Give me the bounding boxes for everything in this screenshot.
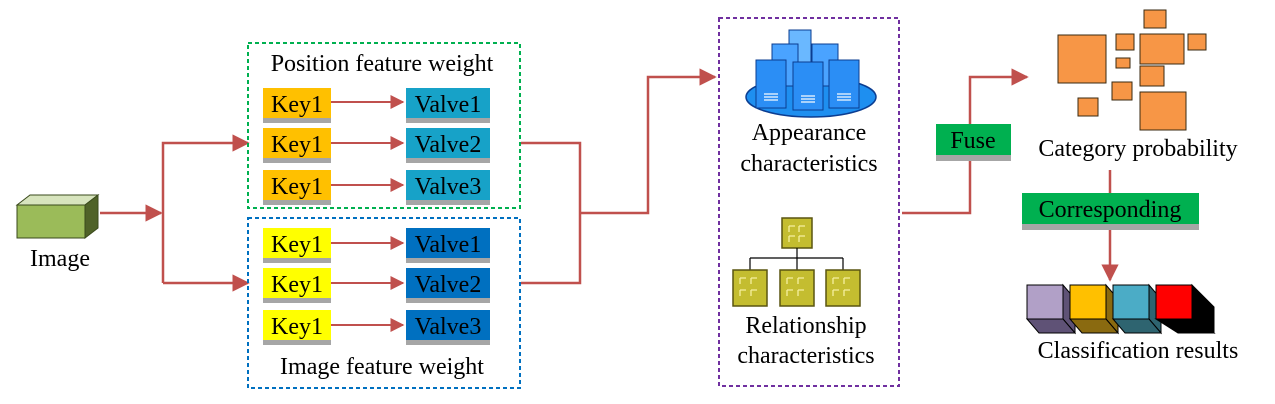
value-box [406, 228, 490, 258]
key-box [263, 228, 331, 258]
value-text: Valve1 [415, 92, 482, 118]
hierarchy-icon [732, 217, 861, 307]
fuse-text: Fuse [950, 128, 995, 154]
key-text: Key1 [271, 132, 323, 158]
result-block-red [1154, 283, 1216, 334]
result-block-purple [1025, 283, 1077, 335]
category-label: Category probability [1038, 136, 1237, 162]
value-box [406, 88, 490, 118]
features-box-border [718, 17, 900, 387]
result-block-teal [1111, 283, 1163, 335]
value-text: Valve1 [415, 232, 482, 258]
value-box [406, 128, 490, 158]
position-group-title: Position feature weight [271, 51, 494, 77]
appearance-label-line1: Appearance [752, 120, 867, 146]
input-arrows [100, 134, 250, 292]
merge-arrows [521, 68, 717, 285]
classification-label: Classification results [1038, 338, 1239, 364]
relationship-label-line1: Relationship [745, 313, 866, 339]
key-box [263, 310, 331, 340]
value-text: Valve2 [415, 272, 482, 298]
key-box [263, 88, 331, 118]
key-box [263, 170, 331, 200]
classification-blocks-icon [1025, 283, 1216, 335]
server-stack-icon [745, 29, 877, 118]
image-input-block [15, 193, 100, 240]
value-box [406, 268, 490, 298]
key-text: Key1 [271, 272, 323, 298]
position-row-3: Key1 Valve3 [263, 170, 490, 205]
position-row-2: Key1 Valve2 [263, 128, 490, 163]
image-label: Image [30, 246, 90, 272]
key-text: Key1 [271, 92, 323, 118]
key-text: Key1 [271, 174, 323, 200]
appearance-label-line2: characteristics [740, 151, 877, 177]
image-group-border [247, 217, 521, 389]
image-row-2: Key1 Valve2 [263, 268, 490, 303]
value-box [406, 310, 490, 340]
corresponding-text: Corresponding [1039, 197, 1182, 223]
value-box [406, 170, 490, 200]
corresponding-tag: Corresponding [1022, 193, 1199, 230]
image-row-3: Key1 Valve3 [263, 310, 490, 345]
image-row-1: Key1 Valve1 [263, 228, 490, 263]
value-text: Valve2 [415, 132, 482, 158]
relationship-label-line2: characteristics [737, 343, 874, 369]
image-group-title: Image feature weight [280, 354, 484, 380]
position-group-border [247, 42, 521, 209]
result-block-gold [1068, 283, 1120, 335]
category-squares-icon [1057, 9, 1207, 131]
key-box [263, 128, 331, 158]
position-row-1: Key1 Valve1 [263, 88, 490, 123]
key-text: Key1 [271, 314, 323, 340]
key-text: Key1 [271, 232, 323, 258]
key-box [263, 268, 331, 298]
fuse-tag: Fuse [936, 124, 1011, 161]
value-text: Valve3 [415, 314, 482, 340]
value-text: Valve3 [415, 174, 482, 200]
